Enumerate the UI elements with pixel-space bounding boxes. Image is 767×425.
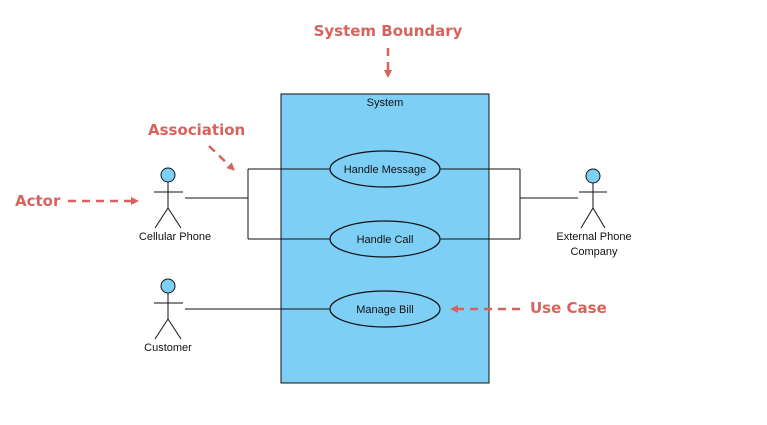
association-external-phone-company[interactable] <box>440 168 578 240</box>
actor-customer[interactable] <box>154 278 183 340</box>
actor-label-cellular-phone: Cellular Phone <box>139 231 211 243</box>
use-case-label: Handle Message <box>344 164 427 176</box>
callout-system-boundary: System Boundary <box>314 22 463 40</box>
actor-label-external-line1: External Phone <box>556 231 631 243</box>
actor-head <box>160 167 176 183</box>
callout-actor: Actor <box>15 192 61 210</box>
actor-label-customer: Customer <box>144 342 192 354</box>
callout-use-case: Use Case <box>530 299 607 317</box>
callout-arrow-association <box>208 145 235 171</box>
use-case-label: Manage Bill <box>356 304 413 316</box>
use-case-manage-bill[interactable]: Manage Bill <box>329 290 441 328</box>
actor-external-phone-company[interactable] <box>579 168 607 229</box>
use-case-label: Handle Call <box>357 234 414 246</box>
actor-head <box>160 278 176 294</box>
use-case-handle-message[interactable]: Handle Message <box>329 150 441 188</box>
actor-label-external-line2: Company <box>570 246 618 258</box>
system-label: System <box>367 97 404 109</box>
use-case-handle-call[interactable]: Handle Call <box>329 220 441 258</box>
actor-cellular-phone[interactable] <box>154 167 183 229</box>
actor-head <box>585 168 601 184</box>
association-cellular-phone[interactable] <box>185 168 330 240</box>
callout-association: Association <box>148 121 245 139</box>
